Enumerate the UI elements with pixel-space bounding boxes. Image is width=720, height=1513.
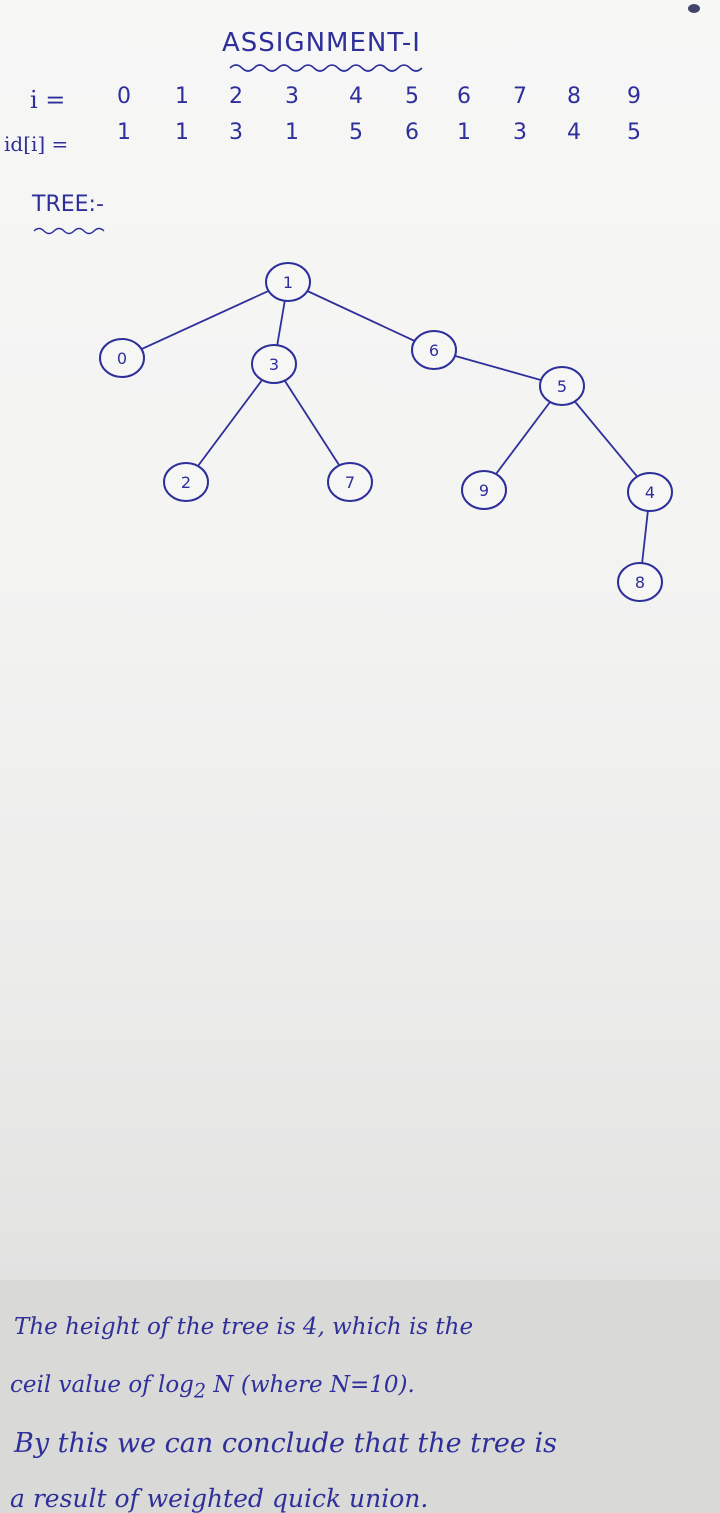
- i-cell-5: 5: [405, 84, 419, 109]
- tree-label-underline: [33, 227, 105, 235]
- node-label-7: 7: [345, 473, 355, 492]
- tree-diagram: 1 0 3 6 5 2 7 9 4 8: [99, 262, 673, 602]
- conclusion-line-2: ceil value of log2 N (where N=10).: [10, 1372, 415, 1403]
- edge-5-4: [561, 385, 651, 493]
- ink-dot: [688, 4, 700, 13]
- i-cell-8: 8: [567, 84, 581, 109]
- conclusion-line-2b: N (where N=10).: [206, 1372, 415, 1398]
- tree-node-6: 6: [411, 330, 457, 370]
- node-circle-7: [327, 462, 373, 502]
- i-cell-7: 7: [513, 84, 527, 109]
- node-circle-4: [627, 472, 673, 512]
- node-circle-2: [163, 462, 209, 502]
- id-cell-0: 1: [117, 120, 131, 145]
- conclusion-paragraph: The height of the tree is 4, which is th…: [0, 650, 720, 1513]
- tree-label: TREE:-: [32, 192, 104, 217]
- id-cell-7: 3: [513, 120, 527, 145]
- node-circle-6: [411, 330, 457, 370]
- node-circle-8: [617, 562, 663, 602]
- conclusion-line-3: By this we can conclude that the tree is: [14, 1428, 557, 1459]
- node-circle-9: [461, 470, 507, 510]
- tree-node-5: 5: [539, 366, 585, 406]
- edge-1-0: [121, 281, 289, 359]
- edge-5-9: [483, 385, 563, 491]
- i-cell-2: 2: [229, 84, 243, 109]
- log-base: 2: [193, 1379, 207, 1403]
- conclusion-line-1: The height of the tree is 4, which is th…: [14, 1314, 474, 1340]
- tree-node-7: 7: [327, 462, 373, 502]
- row-id-label: id[i] =: [4, 132, 69, 156]
- tree-node-0: 0: [99, 338, 145, 378]
- node-label-9: 9: [479, 481, 489, 500]
- edge-3-7: [273, 363, 351, 483]
- id-cell-4: 5: [349, 120, 363, 145]
- node-circle-5: [539, 366, 585, 406]
- node-label-6: 6: [429, 341, 439, 360]
- id-cell-1: 1: [175, 120, 189, 145]
- node-circle-1: [265, 262, 311, 302]
- node-label-4: 4: [645, 483, 655, 502]
- tree-node-1: 1: [265, 262, 311, 302]
- id-cell-9: 5: [627, 120, 641, 145]
- id-cell-8: 4: [567, 120, 581, 145]
- assignment-title: ASSIGNMENT-I: [222, 28, 421, 58]
- edge-1-6: [287, 281, 435, 351]
- node-label-2: 2: [181, 473, 191, 492]
- row-i-label: i =: [30, 86, 66, 114]
- title-underline: [229, 64, 423, 72]
- tree-node-2: 2: [163, 462, 209, 502]
- tree-node-4: 4: [627, 472, 673, 512]
- tree-node-8: 8: [617, 562, 663, 602]
- node-label-3: 3: [269, 355, 279, 374]
- i-cell-3: 3: [285, 84, 299, 109]
- conclusion-line-4: a result of weighted quick union.: [10, 1484, 429, 1513]
- tree-edges: [121, 281, 651, 583]
- id-cell-5: 6: [405, 120, 419, 145]
- id-cell-6: 1: [457, 120, 471, 145]
- tree-nodes: 1 0 3 6 5 2 7 9 4 8: [99, 262, 673, 602]
- i-cell-9: 9: [627, 84, 641, 109]
- edge-3-2: [185, 363, 275, 483]
- tree-node-9: 9: [461, 470, 507, 510]
- i-cell-1: 1: [175, 84, 189, 109]
- conclusion-line-2a: ceil value of log: [10, 1372, 194, 1398]
- i-cell-4: 4: [349, 84, 363, 109]
- id-cell-3: 1: [285, 120, 299, 145]
- node-label-0: 0: [117, 349, 127, 368]
- i-cell-6: 6: [457, 84, 471, 109]
- node-circle-0: [99, 338, 145, 378]
- tree-node-3: 3: [251, 344, 297, 384]
- node-label-1: 1: [283, 273, 293, 292]
- node-label-8: 8: [635, 573, 645, 592]
- node-label-5: 5: [557, 377, 567, 396]
- node-circle-3: [251, 344, 297, 384]
- i-cell-0: 0: [117, 84, 131, 109]
- id-cell-2: 3: [229, 120, 243, 145]
